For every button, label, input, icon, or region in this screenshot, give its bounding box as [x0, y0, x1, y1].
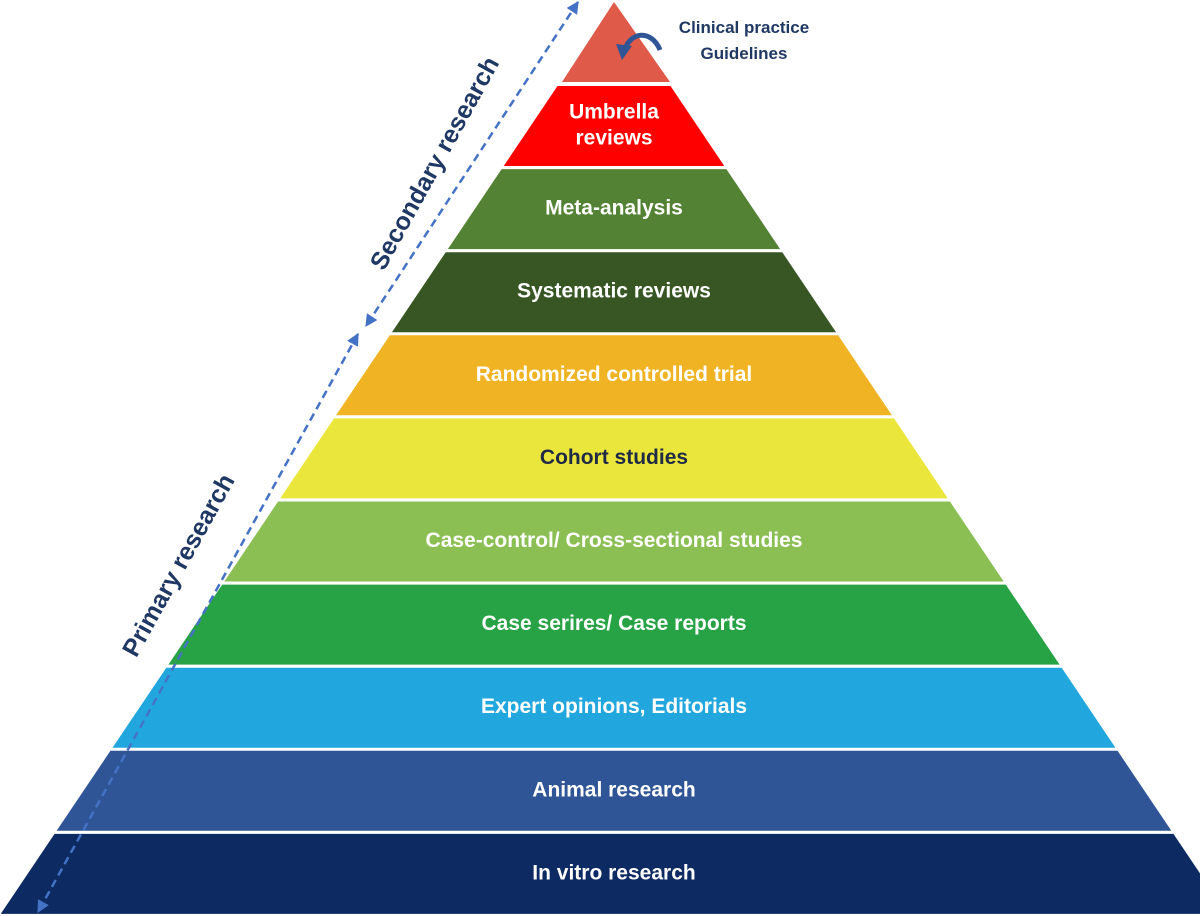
tier-8-band [112, 667, 1116, 748]
primary-research-arrow [36, 332, 360, 914]
tier-3-label: Systematic reviews [517, 280, 711, 303]
tier-1-label-line1: Umbrella [569, 101, 659, 124]
tier-6-band [224, 501, 1004, 582]
tier-4-band [336, 335, 892, 416]
tier-5-band [280, 418, 948, 499]
tier-1-label-line2: reviews [575, 127, 652, 150]
tier-7-label: Case serires/ Case reports [482, 612, 747, 635]
apex-triangle [562, 2, 670, 82]
tier-2-label: Meta-analysis [545, 197, 683, 220]
curved-arrow-head [616, 44, 632, 60]
tier-6-label: Case-control/ Cross-sectional studies [426, 529, 803, 552]
tier-10-label: In vitro research [532, 861, 695, 884]
tier-4-label: Randomized controlled trial [476, 363, 753, 386]
apex-caption: Clinical practice Guidelines [616, 18, 809, 63]
tier-7-band [168, 584, 1060, 665]
apex-caption-line2: Guidelines [701, 44, 788, 63]
tier-5-label: Cohort studies [540, 446, 688, 469]
tier-8-label: Expert opinions, Editorials [481, 695, 747, 718]
tier-9-label: Animal research [532, 778, 695, 801]
apex-caption-line1: Clinical practice [679, 18, 809, 37]
